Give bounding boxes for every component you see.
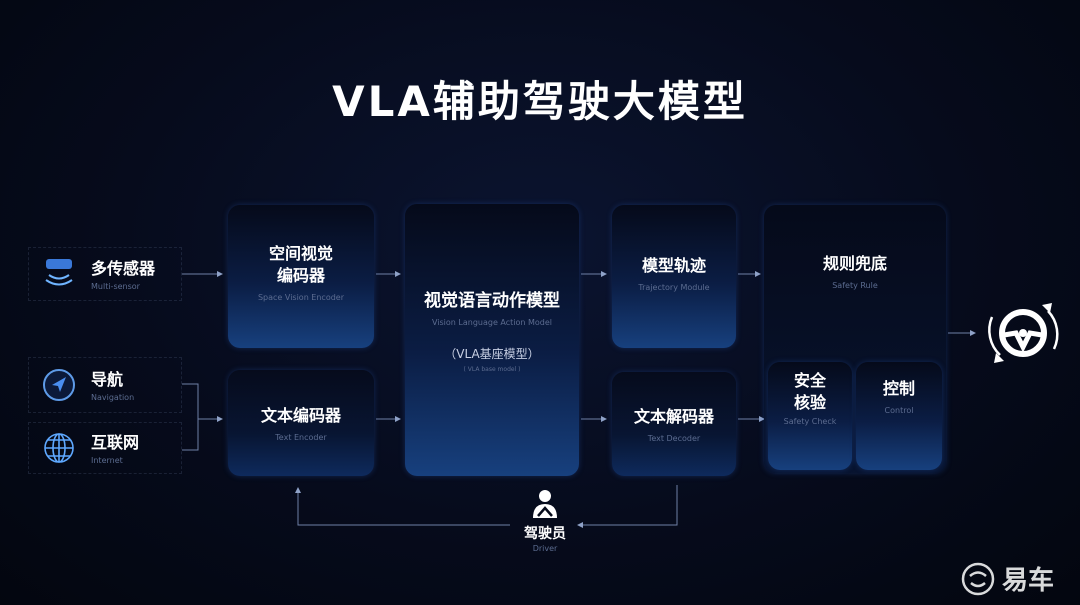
vla-model: 视觉语言动作模型 Vision Language Action Model （V… [405, 204, 579, 476]
sensor-icon [39, 254, 79, 294]
space-vision-encoder: 空间视觉 编码器 Space Vision Encoder [228, 205, 374, 348]
steering-wheel-icon [988, 303, 1059, 363]
safety-check: 安全 核验 Safety Check [768, 362, 852, 470]
trajectory-module: 模型轨迹 Trajectory Module [612, 205, 736, 348]
driver-icon [533, 490, 557, 518]
yiche-watermark: 易车 [960, 560, 1054, 597]
text-decoder: 文本解码器 Text Decoder [612, 372, 736, 476]
driver-label: 驾驶员 [524, 526, 566, 542]
watermark-logo-icon [961, 562, 995, 595]
control: 控制 Control [856, 362, 942, 470]
page-title: VLA辅助驾驶大模型 [332, 77, 748, 126]
driver-sublabel: Driver [532, 544, 558, 553]
globe-icon [39, 428, 79, 468]
text-encoder: 文本编码器 Text Encoder [228, 370, 374, 476]
navigation-icon [39, 365, 79, 405]
